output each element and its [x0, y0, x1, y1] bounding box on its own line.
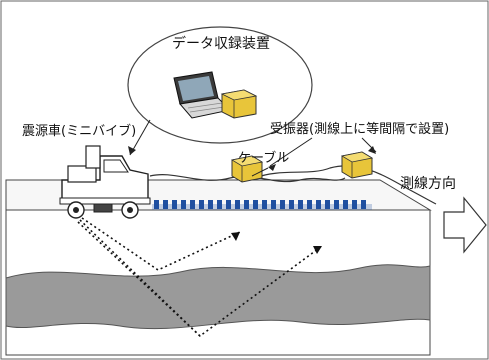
ray-arrowheads	[231, 232, 322, 254]
survey-direction-label: 測線方向	[400, 176, 456, 192]
data-recorder-label: データ収録装置	[172, 35, 270, 52]
geophone-row	[152, 200, 372, 210]
recorder-box-icon	[220, 89, 258, 119]
subsurface-layer	[5, 264, 431, 330]
recorder-callout-bubble	[127, 26, 313, 144]
cable-label: ケーブル	[238, 150, 289, 166]
receiver-box-1	[230, 155, 264, 183]
source-vehicle-label: 震源車(ミニバイブ)	[22, 123, 136, 139]
receiver-box-2	[340, 151, 374, 179]
laptop-icon	[173, 71, 232, 119]
cable-label-pointer	[251, 167, 269, 177]
direction-arrow-icon	[443, 196, 487, 254]
source-vehicle	[59, 145, 151, 219]
receiver-label-pointer-1	[269, 137, 313, 167]
vibrator-plate	[93, 203, 113, 213]
receivers-label: 受振器(測線上に等間隔で設置)	[270, 121, 449, 137]
wave-ray-paths	[77, 217, 323, 338]
